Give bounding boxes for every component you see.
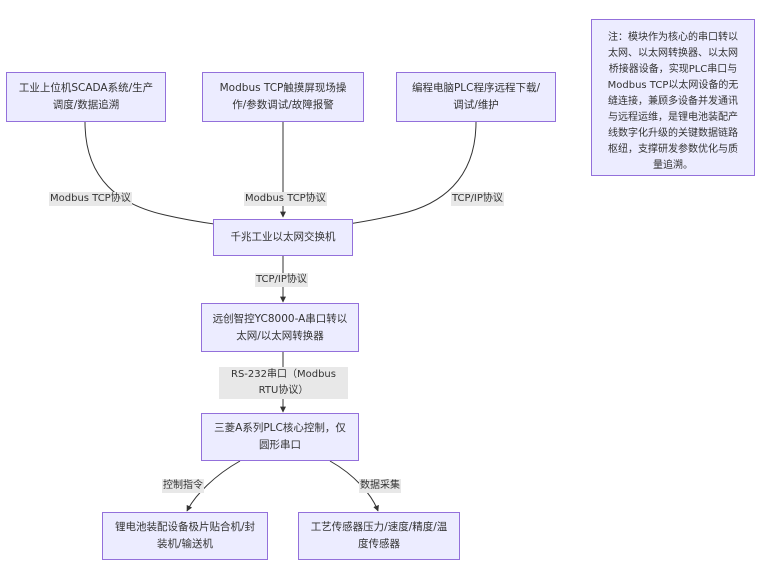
edge-label-plc-equipment: 控制指令 <box>162 479 204 493</box>
edge-label-scada-switch: Modbus TCP协议 <box>49 192 132 206</box>
edge-label-plc-sensors: 数据采集 <box>359 479 401 493</box>
node-mitsubishi-plc: 三菱A系列PLC核心控制，仅圆形串口 <box>201 413 359 461</box>
edge-plc-equipment <box>186 460 241 512</box>
node-assembly-equipment: 锂电池装配设备极片贴合机/封装机/输送机 <box>102 512 268 560</box>
node-programming-pc-label: 编程电脑PLC程序远程下载/调试/维护 <box>411 82 541 111</box>
node-process-sensors: 工艺传感器压力/速度/精度/温度传感器 <box>298 512 460 560</box>
node-process-sensors-label: 工艺传感器压力/速度/精度/温度传感器 <box>310 521 448 550</box>
node-ethernet-switch: 千兆工业以太网交换机 <box>213 219 353 256</box>
node-assembly-equipment-label: 锂电池装配设备极片贴合机/封装机/输送机 <box>114 521 256 550</box>
node-programming-pc: 编程电脑PLC程序远程下载/调试/维护 <box>396 72 556 122</box>
edge-label-pc-switch: TCP/IP协议 <box>451 192 504 206</box>
annotation-note: 注：模块作为核心的串口转以太网、以太网转换器、以太网桥接器设备，实现PLC串口与… <box>591 19 755 176</box>
edge-pc-switch <box>341 121 477 228</box>
edge-label-switch-converter: TCP/IP协议 <box>255 273 308 287</box>
node-serial-converter-label: 远创智控YC8000-A串口转以太网/以太网转换器 <box>212 312 348 342</box>
node-ethernet-switch-label: 千兆工业以太网交换机 <box>230 231 336 243</box>
node-hmi-touchscreen: Modbus TCP触摸屏现场操作/参数调试/故障报警 <box>202 72 364 122</box>
node-scada-system: 工业上位机SCADA系统/生产调度/数据追溯 <box>6 72 166 122</box>
edge-label-hmi-switch: Modbus TCP协议 <box>244 192 327 206</box>
node-mitsubishi-plc-label: 三菱A系列PLC核心控制，仅圆形串口 <box>214 422 346 451</box>
annotation-note-text: 注：模块作为核心的串口转以太网、以太网转换器、以太网桥接器设备，实现PLC串口与… <box>607 32 739 171</box>
edge-scada-switch <box>84 121 229 229</box>
edge-label-converter-plc: RS-232串口（Modbus RTU协议） <box>219 367 348 399</box>
node-hmi-touchscreen-label: Modbus TCP触摸屏现场操作/参数调试/故障报警 <box>219 82 347 111</box>
node-scada-system-label: 工业上位机SCADA系统/生产调度/数据追溯 <box>18 82 154 111</box>
node-serial-converter: 远创智控YC8000-A串口转以太网/以太网转换器 <box>201 303 359 352</box>
